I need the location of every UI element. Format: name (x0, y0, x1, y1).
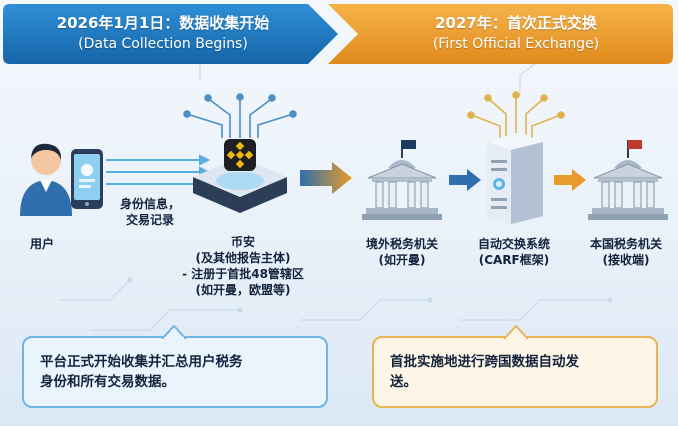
banner-right-subtitle: (First Official Exchange) (432, 36, 600, 52)
banner-data-collection: 2026年1月1日：数据收集开始 (Data Collection Begins… (2, 3, 340, 65)
data-flow-label-line-1: 身份信息， (119, 197, 180, 211)
binance-label-line-4: (如开曼，欧盟等) (195, 283, 291, 297)
user-label: 用户 (29, 237, 54, 251)
callout-left-line-2: 身份和所有交易数据。 (40, 374, 175, 390)
foreign-tax-label: 境外税务机关 (如开曼) (352, 236, 452, 268)
banner-left-title: 2026年1月1日：数据收集开始 (56, 14, 270, 32)
banner-orange-shape (328, 4, 673, 64)
banner-left-subtitle: (Data Collection Begins) (78, 36, 248, 52)
user-icon (20, 143, 72, 216)
home-tax-label-line-2: (接收端) (602, 253, 650, 267)
banner-first-exchange: 2027年：首次正式交换 (First Official Exchange) (328, 3, 674, 65)
callout-right-line-1: 首批实施地进行跨国数据自动发 (390, 354, 579, 370)
arrow-icon (449, 169, 481, 191)
home-tax-label-line-1: 本国税务机关 (589, 237, 662, 251)
banner-right-title: 2027年：首次正式交换 (435, 14, 597, 32)
callout-tail (162, 325, 186, 339)
exchange-system-label: 自动交换系统 (CARF框架) (462, 236, 566, 268)
callout-data-collection: 平台正式开始收集并汇总用户税务 身份和所有交易数据。 (22, 325, 328, 408)
exchange-system-label-line-2: (CARF框架) (478, 253, 550, 267)
foreign-tax-label-line-2: (如开曼) (378, 253, 426, 267)
binance-label-line-1: 币安 (230, 235, 255, 249)
data-flow-label-line-2: 交易记录 (125, 213, 174, 227)
foreign-tax-label-line-1: 境外税务机关 (365, 237, 438, 251)
server-tower-icon (487, 132, 543, 224)
government-building-icon (588, 140, 668, 220)
data-stream-arrows (106, 154, 211, 190)
circuit-fan-binance (183, 93, 297, 138)
callout-tail (504, 325, 528, 339)
callout-first-exchange: 首批实施地进行跨国数据自动发 送。 (372, 325, 658, 408)
banner-blue-shape (3, 4, 338, 64)
binance-label: 币安 (及其他报告主体) - 注册于首批48管辖区 (如开曼，欧盟等) (168, 234, 318, 298)
government-building-icon (362, 140, 442, 220)
binance-label-line-3: - 注册于首批48管辖区 (182, 267, 304, 281)
binance-server-icon (193, 139, 287, 213)
arrow-icon (300, 162, 352, 194)
binance-label-line-2: (及其他报告主体) (195, 251, 291, 265)
data-flow-label: 身份信息， 交易记录 (110, 196, 190, 228)
phone-icon (71, 149, 103, 209)
arrow-icon (554, 169, 586, 191)
callout-left-line-1: 平台正式开始收集并汇总用户税务 (40, 354, 243, 370)
home-tax-label: 本国税务机关 (接收端) (576, 236, 676, 268)
exchange-system-label-line-1: 自动交换系统 (477, 237, 550, 251)
callout-right-line-2: 送。 (390, 374, 417, 390)
circuit-fan-exchange (467, 91, 565, 138)
